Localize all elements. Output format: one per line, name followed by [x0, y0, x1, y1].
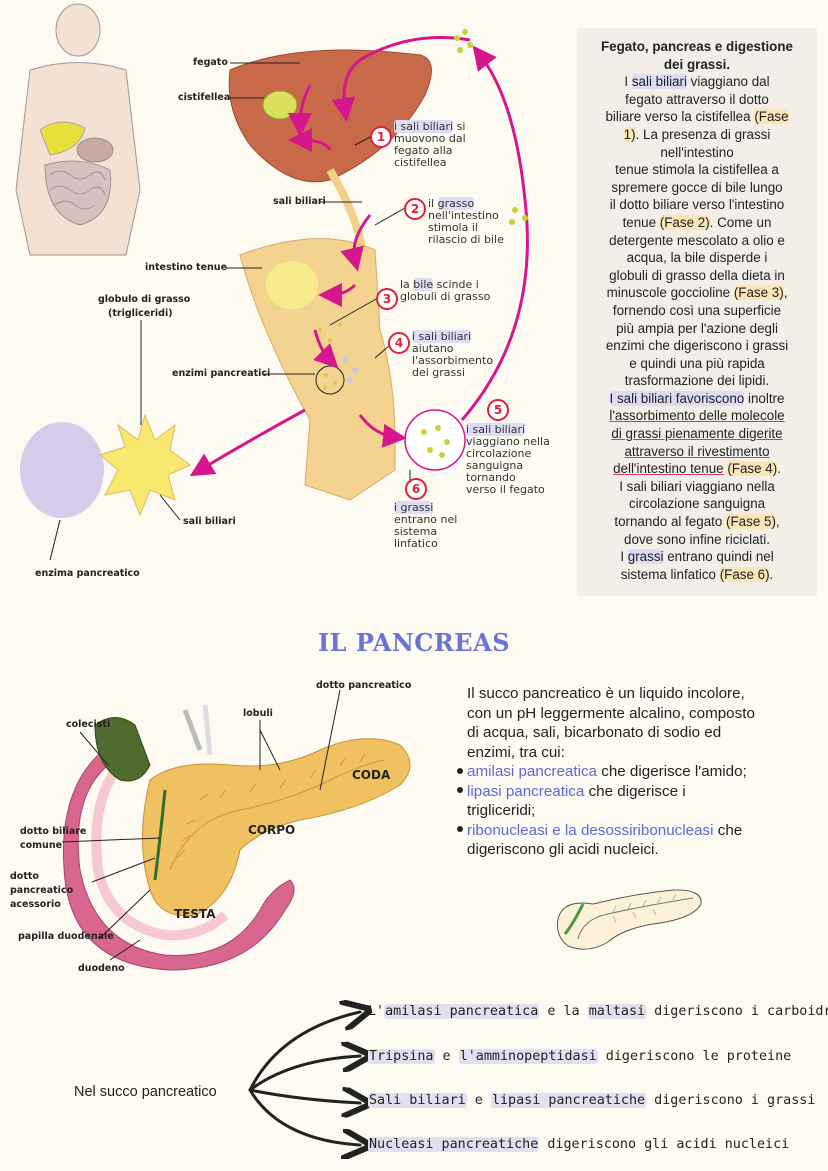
label-testa: TESTA: [174, 907, 216, 921]
step-2-note: il grasso nell'intestino stimola il rila…: [428, 197, 504, 246]
fat-globule-shape: [98, 413, 191, 517]
summary-row-grassi: Sali biliari e lipasi pancreatiche diger…: [368, 1093, 815, 1108]
liver-shape: [228, 49, 432, 183]
section-title: IL PANCREAS: [317, 628, 511, 657]
label-dotto-pancreatico: dotto pancreatico: [316, 680, 412, 691]
info-paragraph-1: I sali biliari viaggiano dal fegato attr…: [605, 74, 789, 389]
summary-text: digeriscono gli acidi nucleici: [539, 1137, 790, 1152]
step-4-badge: 4: [388, 332, 410, 354]
summary-text: e la: [539, 1004, 588, 1019]
step-5-note: i sali biliari viaggiano nella circolazi…: [466, 423, 550, 496]
summary-text: digeriscono le proteine: [597, 1049, 792, 1064]
pancreas-diagram: [61, 689, 411, 971]
summary-row-acidi-nucleici: Nucleasi pancreatiche digeriscono gli ac…: [368, 1137, 789, 1152]
highlighted-term: Nucleasi pancreatiche: [368, 1137, 540, 1152]
pancreas-intro: Il succo pancreatico è un liquido incolo…: [467, 685, 755, 761]
highlighted-term: Tripsina: [368, 1049, 435, 1064]
label-globulo-grasso: globulo di grasso: [98, 294, 191, 305]
step-4-note: i sali biliari aiutano l'assorbimento de…: [412, 330, 494, 379]
summary-root: Nel succo pancreatico: [74, 1084, 217, 1100]
summary-text: digeriscono i carboidrati: [654, 1004, 828, 1019]
step-5-badge: 5: [487, 399, 509, 421]
step-6-badge: 6: [405, 478, 427, 500]
summary-row-carboidrati: L'amilasi pancreatica e la maltasi diger…: [368, 1004, 828, 1019]
label-fegato: fegato: [193, 57, 228, 68]
step-1-note: i sali biliari si muovono dal fegato all…: [394, 120, 466, 169]
gallbladder-shape-2: [94, 717, 151, 782]
pancreas-sketch: [557, 889, 702, 950]
label-enzima-pancreatico: enzima pancreatico: [35, 568, 140, 579]
highlighted-term: lipasi pancreatiche: [490, 1093, 647, 1108]
duodenum-shape: [62, 744, 295, 971]
highlighted-term: maltasi: [587, 1004, 647, 1019]
enzyme-list-item-nucleasi: ribonucleasi e la desossiribonucleasi ch…: [457, 821, 819, 860]
label-intestino-tenue: intestino tenue: [145, 262, 228, 273]
label-duodeno: duodeno: [78, 963, 125, 974]
label-coda: CODA: [352, 768, 391, 782]
summary-text: digeriscono i grassi: [646, 1093, 816, 1108]
label-trigliceridi: (trigliceridi): [108, 308, 173, 319]
pancreatic-enzyme-shape: [20, 422, 104, 518]
digestion-diagram: [15, 3, 529, 561]
highlighted-term: l'amminopeptidasi: [458, 1049, 598, 1064]
highlighted-term: amilasi pancreatica: [384, 1004, 540, 1019]
gallbladder-shape: [262, 90, 298, 120]
step-1-badge: 1: [370, 126, 392, 148]
info-paragraph-2: I sali biliari favoriscono inoltre l'ass…: [609, 390, 785, 547]
label-cistifellea: cistifellea: [178, 92, 231, 103]
step-2-badge: 2: [404, 198, 426, 220]
label-sali-biliari: sali biliari: [273, 196, 326, 207]
highlighted-term: Sali biliari: [368, 1093, 467, 1108]
blood-circulation-circle: [404, 409, 466, 471]
label-papilla-duodenale: papilla duodenale: [18, 931, 114, 942]
pancreas-description: Il succo pancreatico è un liquido incolo…: [457, 684, 819, 860]
label-colecisti: colecisti: [66, 719, 111, 730]
label-lobuli: lobuli: [243, 708, 273, 719]
label-corpo: CORPO: [248, 823, 296, 837]
pancreas-shape: [142, 738, 411, 917]
summary-text: e: [466, 1093, 491, 1108]
info-paragraph-3: I grassi entrano quindi nel sistema linf…: [620, 549, 774, 582]
human-body-figure: [15, 3, 141, 256]
step-3-note: la bile scinde i globuli di grasso: [400, 278, 491, 303]
summary-row-proteine: Tripsina e l'amminopeptidasi digeriscono…: [368, 1049, 791, 1064]
enzyme-list-item-amilasi: amilasi pancreatica che digerisce l'amid…: [457, 762, 819, 782]
label-sali-biliari-2: sali biliari: [183, 516, 236, 527]
step-6-note: i grassi entrano nel sistema linfatico: [394, 501, 458, 550]
summary-text: e: [434, 1049, 459, 1064]
summary-text: L': [368, 1004, 385, 1019]
label-enzimi-pancreatici: enzimi pancreatici: [172, 368, 271, 379]
flow-arrows: [189, 36, 529, 477]
summary-arrows: [248, 1000, 375, 1160]
step-3-badge: 3: [376, 288, 398, 310]
